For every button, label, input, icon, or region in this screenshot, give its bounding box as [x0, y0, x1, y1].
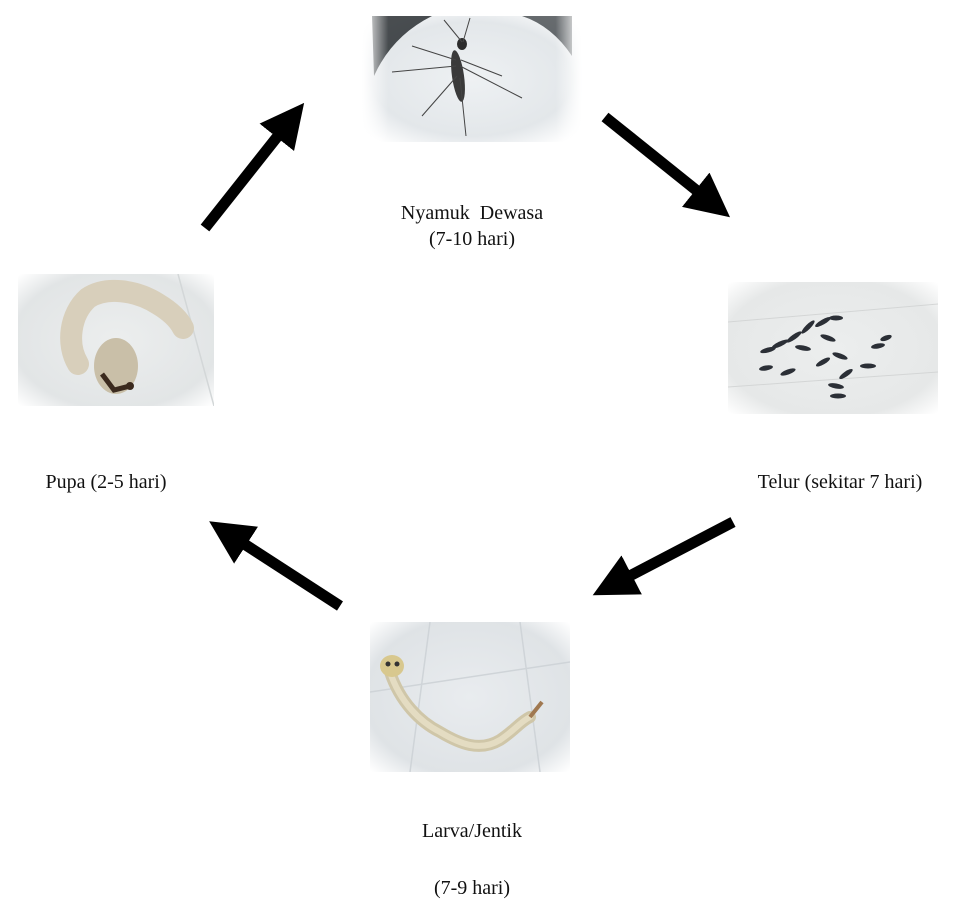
pupa-label: Pupa (2-5 hari)	[6, 469, 206, 495]
arrow-adult-to-egg	[605, 117, 706, 198]
egg-label: Telur (sekitar 7 hari)	[720, 469, 960, 495]
adult-duration: (7-10 hari)	[372, 226, 572, 252]
adult-label: Nyamuk Dewasa (7-10 hari)	[372, 200, 572, 252]
arrow-larva-to-pupa	[235, 538, 340, 606]
larva-duration: (7-9 hari)	[372, 875, 572, 901]
arrow-egg-to-larva	[620, 522, 733, 581]
adult-title: Nyamuk Dewasa	[372, 200, 572, 226]
larva-title: Larva/Jentik	[372, 818, 572, 844]
arrow-pupa-to-adult	[205, 127, 285, 228]
